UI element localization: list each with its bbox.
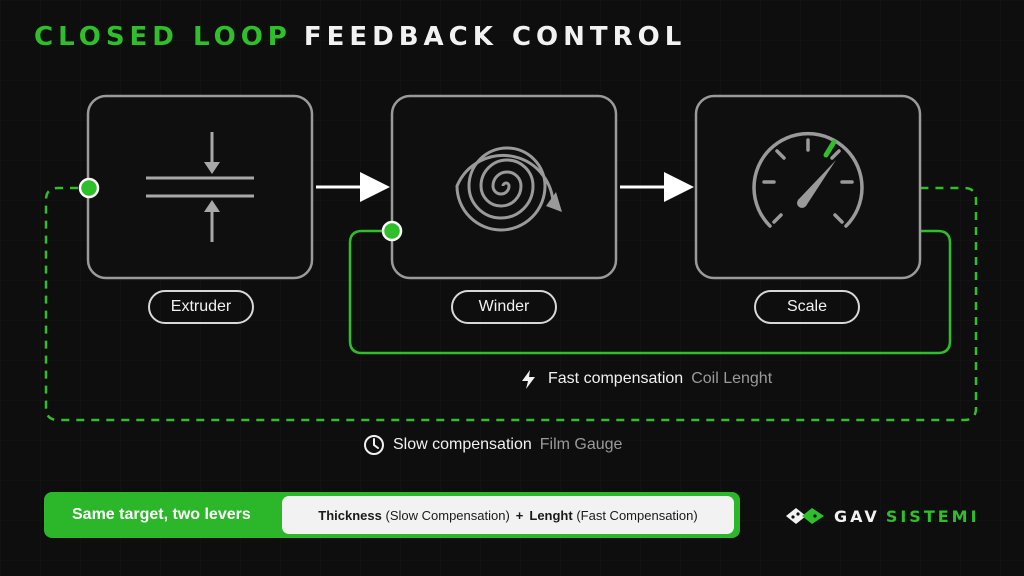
- plus-sign: +: [515, 507, 524, 523]
- winder-label: Winder: [451, 290, 557, 324]
- lightning-icon: [522, 370, 535, 389]
- fast-compensation-detail: Coil Lenght: [691, 370, 773, 387]
- extruder-box: [86, 94, 314, 280]
- length-note: (Fast Compensation): [576, 507, 698, 523]
- logo-word-gav: GAV: [834, 506, 880, 526]
- length-term: Lenght: [529, 507, 573, 523]
- banner-label: Same target, two levers: [72, 506, 251, 523]
- extruder-gap-icon: [146, 132, 254, 242]
- thickness-note: (Slow Compensation): [385, 507, 510, 523]
- extruder-label: Extruder: [148, 290, 254, 324]
- scale-box: [694, 94, 922, 280]
- slow-compensation-note: Slow compensation Film Gauge: [363, 434, 622, 456]
- slow-compensation-label: Slow compensation: [393, 436, 532, 453]
- fast-loop-node: [381, 220, 403, 242]
- slow-loop-line: [44, 186, 978, 422]
- fast-compensation-note: Fast compensation Coil Lenght: [518, 368, 772, 390]
- thickness-term: Thickness: [318, 507, 382, 523]
- slow-loop-node: [78, 177, 100, 199]
- logo-word-sistemi: SISTEMI: [885, 506, 980, 526]
- title-part1: CLOSED LOOP: [34, 22, 292, 52]
- clock-icon: [364, 435, 384, 455]
- slow-compensation-detail: Film Gauge: [539, 436, 623, 453]
- summary-banner: Same target, two levers Thickness (Slow …: [44, 492, 740, 538]
- page-title: CLOSED LOOP FEEDBACK CONTROL: [34, 22, 686, 52]
- fast-compensation-label: Fast compensation: [548, 370, 684, 387]
- banner-detail: Thickness (Slow Compensation) + Lenght (…: [282, 496, 734, 534]
- spiral-winder-icon: [455, 146, 562, 232]
- scale-label: Scale: [754, 290, 860, 324]
- title-part2: FEEDBACK CONTROL: [303, 22, 687, 52]
- gauge-icon: [752, 131, 864, 228]
- logo-mark-icon: [786, 508, 824, 524]
- winder-box: [390, 94, 618, 280]
- fast-loop-line: [348, 229, 952, 355]
